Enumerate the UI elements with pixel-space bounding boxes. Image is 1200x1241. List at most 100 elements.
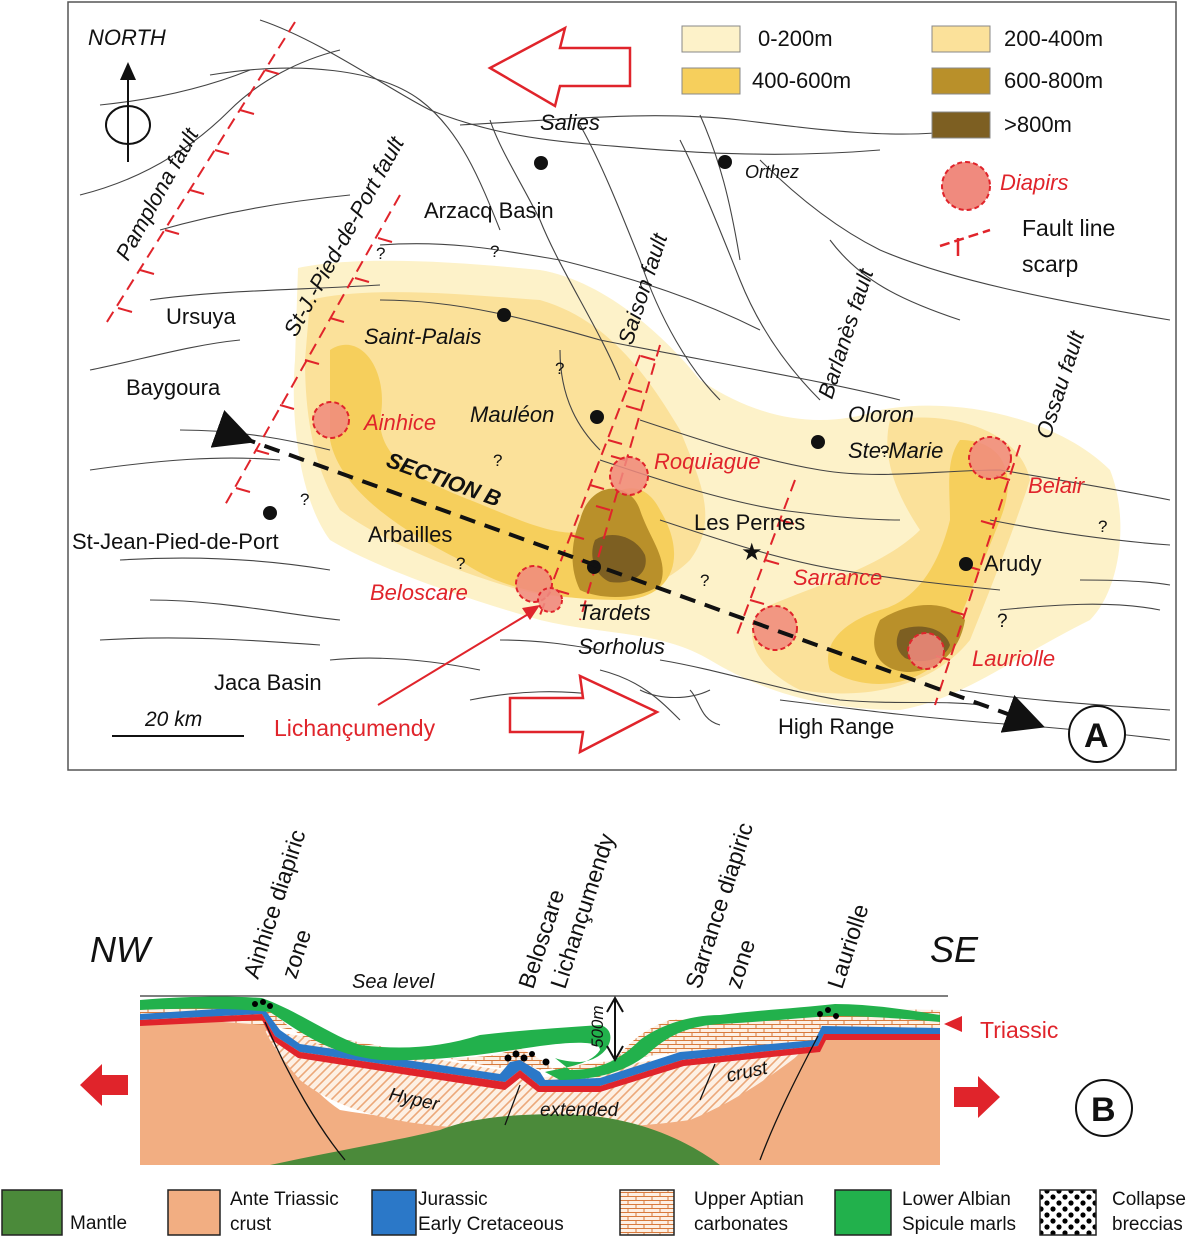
question-mark: ? [880, 442, 889, 461]
legend-label-400-600: 400-600m [752, 68, 851, 93]
panel-a-badge [1068, 705, 1126, 763]
saint-palais-dot [497, 308, 511, 322]
legend-item-marls: Lower Albian Spicule marls [834, 1189, 1016, 1236]
question-mark: ? [1098, 517, 1107, 536]
map-legend [681, 25, 991, 256]
legend-carbonates-label-1: Upper Aptian [694, 1189, 804, 1210]
belair-diapir [968, 436, 1012, 480]
section-b-line [210, 410, 1046, 733]
extension-arrow-left [80, 1064, 128, 1106]
legend-swatch-over-800 [931, 111, 991, 139]
legend-diapirs-label: Diapirs [1000, 170, 1068, 195]
tardets-label-1: Tardets [578, 600, 651, 625]
extension-arrow-right [954, 1076, 1000, 1118]
high-range-label: High Range [778, 714, 894, 739]
lichancumendy-pointer-head [522, 605, 540, 620]
legend-breccias-label-1: Collapse [1112, 1189, 1186, 1210]
legend-item-crust: Ante Triassic crust [167, 1189, 339, 1236]
legend-item-carbonates: Upper Aptian carbonates [619, 1189, 804, 1236]
depth-label: 500m [588, 1005, 607, 1048]
baygoura-label: Baygoura [126, 375, 221, 400]
crust-body [140, 1018, 940, 1165]
triassic-pointer [944, 1016, 962, 1032]
question-mark: ? [300, 490, 309, 509]
triassic-layer [140, 1014, 940, 1092]
arudy-dot [959, 557, 973, 571]
legend-carbonates-label-2: carbonates [694, 1214, 788, 1235]
legend-swatch-0-200 [681, 25, 741, 53]
panel-b-badge [1075, 1079, 1133, 1137]
les-pernes-label: Les Pernes [694, 510, 805, 535]
stjpp-town-label: St-Jean-Pied-de-Port [72, 529, 279, 554]
north-label: NORTH [88, 25, 166, 50]
lauriolle-label: Lauriolle [972, 646, 1055, 671]
arbailles-label: Arbailles [368, 522, 452, 547]
legend-label-over-800: >800m [1004, 112, 1072, 137]
legend-swatch-400-600 [681, 67, 741, 95]
ainhice-label: Ainhice [362, 410, 436, 435]
lichancumendy-diapir [537, 587, 563, 613]
legend-crust-label-1: Ante Triassic [230, 1189, 339, 1210]
ursuya-label: Ursuya [166, 304, 236, 329]
question-mark: ? [700, 571, 709, 590]
orthez-label: Orthez [745, 162, 799, 182]
saint-palais-label: Saint-Palais [364, 324, 481, 349]
pamplona-fault-line [104, 21, 296, 326]
legend-label-600-800: 600-800m [1004, 68, 1103, 93]
panel-a-letter: A [1084, 717, 1109, 755]
legend-marls-label-2: Spicule marls [902, 1214, 1016, 1235]
legend-item-jurassic: Jurassic Early Cretaceous [371, 1189, 564, 1236]
sarrance-label: Sarrance [793, 565, 882, 590]
crust-faults [264, 1021, 819, 1161]
mauleon-label: Mauléon [470, 402, 554, 427]
top-label-ainhice-2: zone [276, 926, 316, 981]
question-mark: ? [555, 359, 564, 378]
legend-swatch-200-400 [931, 25, 991, 53]
arudy-label: Arudy [984, 551, 1041, 576]
legend-crust-label-2: crust [230, 1214, 272, 1235]
extended-label: extended [540, 1100, 620, 1121]
depth-arrow [606, 995, 624, 1063]
lauriolle-diapir [907, 632, 945, 670]
legend-swatch-600-800 [931, 67, 991, 95]
legend-marls-label-1: Lower Albian [902, 1189, 1011, 1210]
triassic-label: Triassic [980, 1017, 1058, 1043]
jaca-label: Jaca Basin [214, 670, 322, 695]
legend-breccias-label-2: breccias [1112, 1214, 1183, 1235]
oloron-label-2: Ste-Marie [848, 438, 943, 463]
legend-jurassic-label-2: Early Cretaceous [418, 1214, 564, 1235]
panel-b-letter: B [1091, 1091, 1116, 1129]
panel-b-section: NW SE Sea level 500m Triassic Hyper exte… [80, 819, 1133, 1165]
legend-item-breccias: Collapse breccias [1039, 1189, 1186, 1236]
arzacq-label: Arzacq Basin [424, 198, 554, 223]
oloron-dot [811, 435, 825, 449]
legend-fault-label-2: scarp [1022, 251, 1078, 277]
salies-dot [534, 156, 548, 170]
roquiague-label: Roquiague [654, 449, 760, 474]
tardets-label-2: Sorholus [578, 634, 665, 659]
question-mark: ? [493, 451, 502, 470]
sea-level-label: Sea level [352, 971, 435, 993]
lichancumendy-label: Lichançumendy [274, 715, 436, 741]
bottom-legend: Mantle Ante Triassic crust Jurassic Earl… [1, 1189, 1186, 1236]
north-arrow-icon [105, 62, 151, 162]
ainhice-diapir [312, 401, 350, 439]
sarrance-diapir [752, 605, 798, 651]
legend-item-mantle: Mantle [1, 1189, 127, 1236]
orthez-dot [718, 155, 732, 169]
les-pernes-star: ★ [741, 538, 763, 566]
legend-diapir-symbol [941, 161, 991, 211]
question-mark: ? [490, 242, 499, 261]
top-label-lauriolle: Lauriolle [822, 901, 874, 992]
collapse-breccias [252, 999, 839, 1066]
top-shear-arrow [487, 25, 632, 108]
question-mark: ? [997, 611, 1008, 632]
mauleon-dot [590, 410, 604, 424]
legend-mantle-label: Mantle [70, 1213, 127, 1234]
salies-label: Salies [540, 110, 600, 135]
legend-label-200-400: 200-400m [1004, 26, 1103, 51]
legend-fault-symbol [939, 228, 991, 256]
nw-label: NW [90, 929, 153, 970]
mantle-body [270, 1114, 720, 1165]
